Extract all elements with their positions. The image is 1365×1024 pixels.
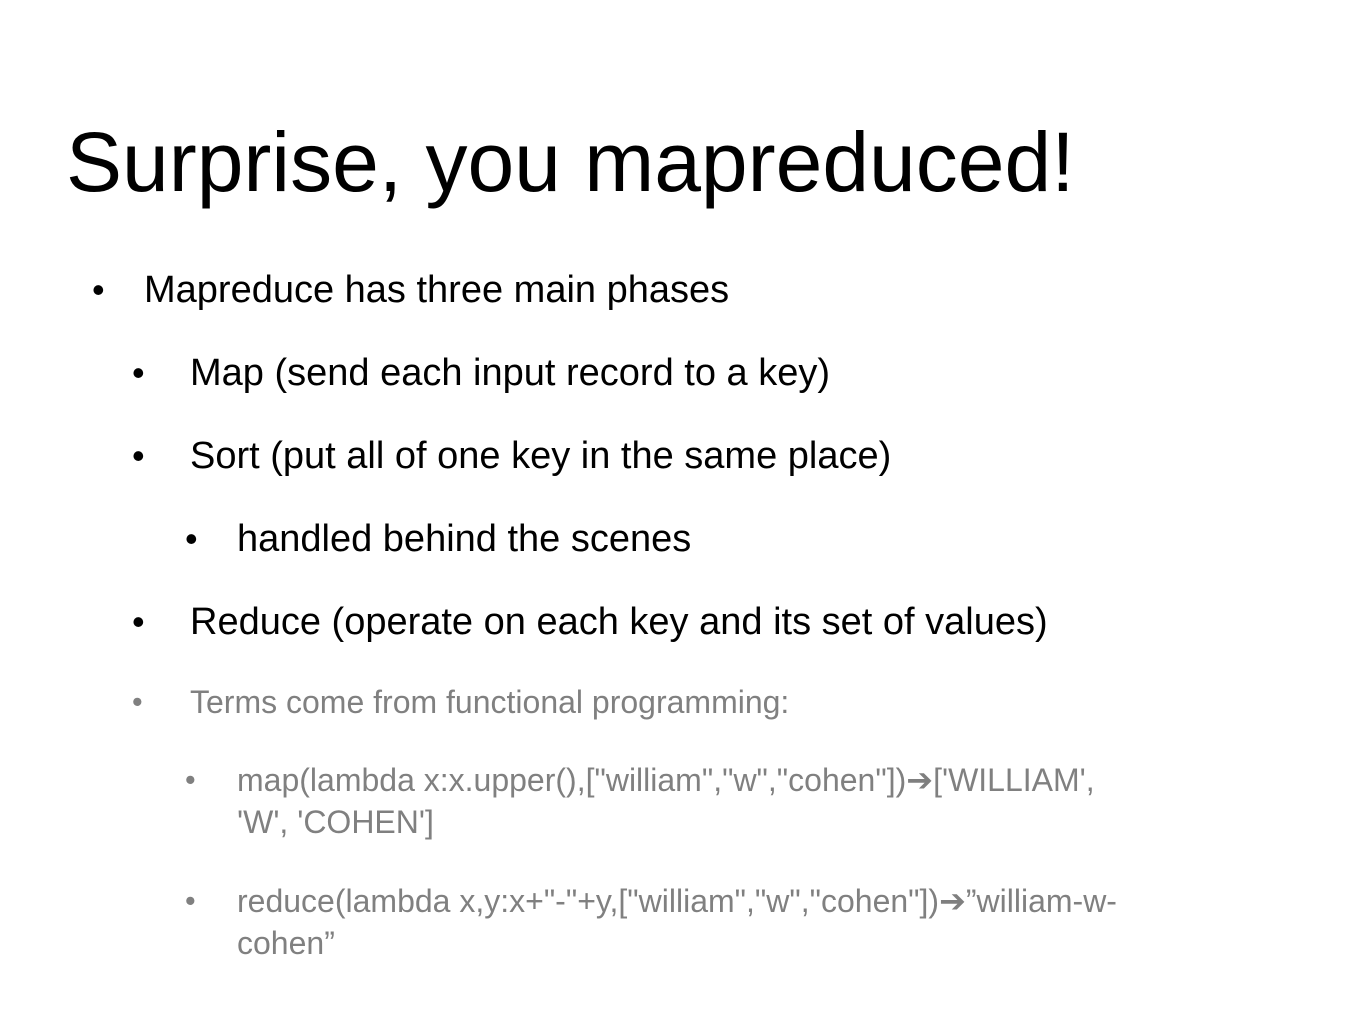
arrow-right-icon: ➔: [939, 883, 966, 919]
code-result: ”william-w-: [965, 883, 1117, 919]
bullet-dot-icon: •: [92, 269, 105, 310]
code-result-continued: 'W', 'COHEN']: [237, 804, 434, 840]
bullet-reduce: • Reduce (operate on each key and its se…: [132, 600, 1048, 644]
code-expression: reduce(lambda x,y:x+"-"+y,["william","w"…: [237, 883, 940, 919]
code-result-continued: cohen”: [237, 925, 335, 961]
bullet-dot-icon: •: [132, 685, 143, 719]
code-expression: map(lambda x:x.upper(),["william","w","c…: [237, 762, 907, 798]
bullet-dot-icon: •: [132, 601, 145, 642]
bullet-dot-icon: •: [185, 884, 196, 918]
bullet-mapreduce-phases: • Mapreduce has three main phases: [92, 268, 730, 312]
bullet-dot-icon: •: [185, 763, 196, 797]
bullet-dot-icon: •: [132, 435, 145, 476]
bullet-map: • Map (send each input record to a key): [132, 351, 831, 395]
bullet-handled-behind-scenes: • handled behind the scenes: [185, 517, 692, 561]
bullet-text: Terms come from functional programming:: [190, 684, 790, 720]
bullet-map-example: • map(lambda x:x.upper(),["william","w",…: [185, 759, 1095, 843]
bullet-functional-programming: • Terms come from functional programming…: [132, 681, 790, 723]
bullet-text: handled behind the scenes: [237, 518, 692, 560]
bullet-text: Map (send each input record to a key): [190, 352, 831, 394]
bullet-text: Mapreduce has three main phases: [144, 269, 730, 311]
bullet-text: Reduce (operate on each key and its set …: [190, 601, 1048, 643]
arrow-right-icon: ➔: [906, 762, 934, 798]
bullet-reduce-example: • reduce(lambda x,y:x+"-"+y,["william","…: [185, 880, 1117, 964]
code-result: ['WILLIAM',: [933, 762, 1095, 798]
slide-title: Surprise, you mapreduced!: [66, 115, 1075, 209]
bullet-sort: • Sort (put all of one key in the same p…: [132, 434, 892, 478]
bullet-dot-icon: •: [132, 352, 145, 393]
bullet-text: Sort (put all of one key in the same pla…: [190, 435, 892, 477]
bullet-dot-icon: •: [185, 518, 198, 559]
